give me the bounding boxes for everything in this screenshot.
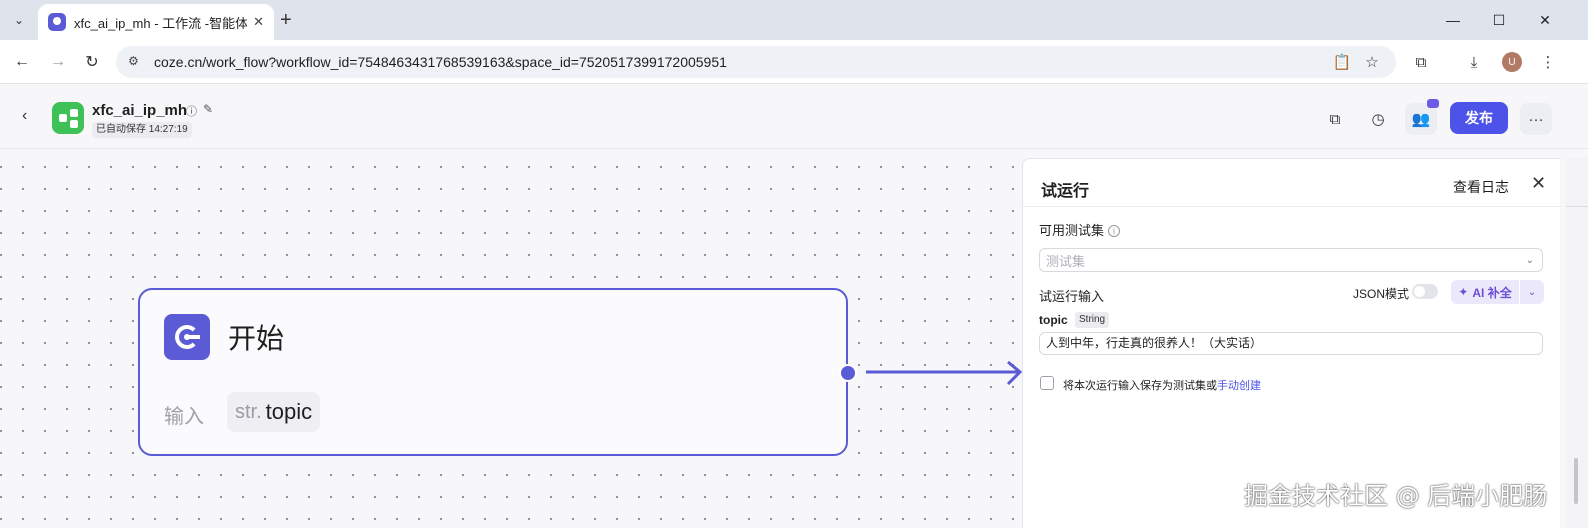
view-log-link[interactable]: 查看日志 <box>1453 179 1509 195</box>
users-icon: 👥 <box>1411 111 1431 128</box>
browser-menu-icon[interactable]: ⋮ <box>1540 54 1556 71</box>
browser-tab-active[interactable]: xfc_ai_ip_mh - 工作流 -智能体 ✕ <box>38 4 274 40</box>
window-close-button[interactable]: ✕ <box>1539 11 1551 28</box>
collaborators-button[interactable]: 👥 <box>1405 99 1439 135</box>
scrollbar-thumb[interactable] <box>1574 458 1578 504</box>
testset-info-icon[interactable]: i <box>1108 225 1121 237</box>
run-input-label: 试运行输入 <box>1039 289 1105 304</box>
ai-fill-dropdown-icon[interactable]: ⌄ <box>1520 280 1544 304</box>
url-text[interactable]: coze.cn/work_flow?workflow_id=7548463431… <box>154 54 727 70</box>
back-chevron-icon[interactable]: ‹ <box>22 107 28 124</box>
history-icon[interactable]: ◷ <box>1371 111 1385 128</box>
chevron-down-icon: ⌄ <box>1525 254 1534 266</box>
workflow-name: xfc_ai_ip_mh <box>92 102 188 119</box>
browser-tabstrip: ⌄ xfc_ai_ip_mh - 工作流 -智能体 ✕ + — ☐ ✕ <box>0 0 1588 40</box>
new-tab-button[interactable]: + <box>280 9 292 31</box>
bookmark-star-icon[interactable]: ☆ <box>1365 54 1379 71</box>
start-node[interactable]: 开始 输入 str. topic <box>138 288 848 456</box>
start-node-output-port[interactable] <box>839 364 857 382</box>
panel-close-icon[interactable]: ✕ <box>1531 173 1547 193</box>
info-icon[interactable]: ⓘ <box>186 106 197 118</box>
clipboard-icon[interactable]: 📋 <box>1332 54 1352 71</box>
workflow-icon <box>52 102 84 134</box>
window-maximize-button[interactable]: ☐ <box>1492 11 1506 28</box>
node-param-chip: str. topic <box>227 392 321 432</box>
address-bar[interactable]: ⚙ coze.cn/work_flow?workflow_id=75484634… <box>116 46 1396 78</box>
tab-search-icon[interactable]: ⌄ <box>13 13 25 27</box>
tab-title: xfc_ai_ip_mh - 工作流 -智能体 <box>74 15 248 31</box>
site-info-icon[interactable]: ⚙ <box>128 54 139 68</box>
watermark-text: 掘金技术社区 @ 后端小肥肠 <box>1244 482 1548 510</box>
edit-icon[interactable]: ✎ <box>203 102 214 116</box>
testset-placeholder: 测试集 <box>1046 253 1086 269</box>
autosave-status: 已自动保存 14:27:19 <box>92 122 192 138</box>
scrollbar-divider <box>1566 206 1588 207</box>
edge-connector <box>866 360 1023 386</box>
browser-toolbar: ← → ↻ ⚙ coze.cn/work_flow?workflow_id=75… <box>0 40 1588 84</box>
sparkle-icon: ✦ <box>1458 285 1469 299</box>
save-testset-checkbox[interactable] <box>1040 376 1054 390</box>
param-type-label: str. <box>235 400 262 423</box>
back-arrow-icon[interactable]: ← <box>14 53 30 70</box>
panel-title: 试运行 <box>1041 183 1090 200</box>
profile-avatar[interactable]: U <box>1502 52 1522 72</box>
page-scrollbar[interactable] <box>1566 158 1588 528</box>
coze-favicon-icon <box>48 13 66 31</box>
param-name-label: topic <box>265 399 313 424</box>
ai-fill-button[interactable]: ✦ AI 补全 <box>1451 280 1519 304</box>
copy-icon[interactable]: ⧉ <box>1329 110 1341 128</box>
json-mode-label: JSON模式 <box>1353 287 1410 301</box>
save-testset-text: 将本次运行输入保存为测试集或手动创建 <box>1063 380 1261 392</box>
start-node-title: 开始 <box>228 323 285 354</box>
window-minimize-button[interactable]: — <box>1446 12 1460 28</box>
manual-create-link[interactable]: 手动创建 <box>1217 380 1261 392</box>
start-node-header: 开始 <box>164 314 284 360</box>
publish-button[interactable]: 发布 <box>1450 102 1508 134</box>
reload-icon[interactable]: ↻ <box>85 54 99 71</box>
app-header: ‹ xfc_ai_ip_mh ⓘ ✎ 已自动保存 14:27:19 ⧉ ◷ 👥 … <box>0 85 1588 149</box>
param-key-label: topic <box>1039 313 1068 327</box>
extensions-icon[interactable]: ⧉ <box>1415 53 1427 71</box>
tab-close-icon[interactable]: ✕ <box>253 14 264 29</box>
workflow-canvas[interactable]: 开始 输入 str. topic <box>0 150 1022 528</box>
start-node-icon <box>164 314 210 360</box>
param-type-tag: String <box>1075 312 1110 328</box>
forward-arrow-icon[interactable]: → <box>50 53 66 70</box>
testset-select[interactable]: 测试集 ⌄ <box>1039 248 1543 272</box>
panel-divider <box>1023 206 1561 207</box>
more-options-button[interactable]: ··· <box>1520 103 1552 135</box>
node-input-label: 输入 <box>164 406 204 428</box>
topic-input[interactable]: 人到中年，行走真的很养人！（大实话） <box>1039 332 1543 355</box>
json-mode-toggle[interactable] <box>1412 284 1438 299</box>
download-icon[interactable]: ⤓ <box>1470 53 1478 71</box>
premium-badge-icon <box>1427 99 1439 108</box>
